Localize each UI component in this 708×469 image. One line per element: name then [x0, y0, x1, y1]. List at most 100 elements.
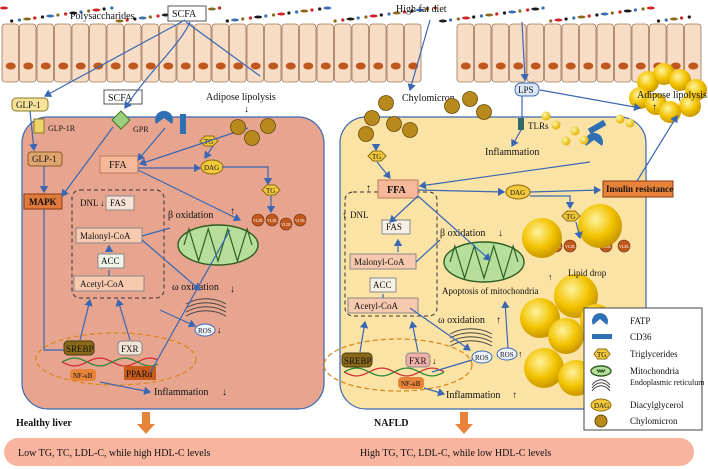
nafld-ffa-label: FFA [387, 185, 406, 196]
epithelial-cell [561, 23, 579, 83]
nafld-er [449, 328, 493, 347]
epithelial-nucleus [163, 62, 174, 70]
microbe [485, 13, 494, 17]
cd36-receptor-left [180, 114, 186, 134]
epithelial-cell [526, 23, 544, 83]
lipid-droplet [522, 218, 562, 258]
healthy-fxr-label: FXR [121, 344, 139, 354]
epithelial-nucleus [460, 62, 471, 70]
epithelial-nucleus [5, 62, 16, 70]
microbe [87, 9, 91, 13]
vldl-label: VLDL [619, 244, 630, 249]
epithelial-cell [194, 23, 212, 83]
vldl-particle [279, 217, 293, 231]
microbe [46, 14, 55, 18]
epithelial-cell [281, 23, 299, 83]
microbe [110, 6, 114, 10]
epithelial-nucleus [670, 62, 681, 70]
microbe [333, 19, 337, 23]
bottom-left-text: Low TG, TC, LDL-C, while high HDL-C leve… [18, 448, 210, 459]
epithelial-nucleus [495, 62, 506, 70]
healthy-beta-ox-label: β oxidation [168, 210, 213, 221]
healthy-tg-label: TG [204, 138, 213, 146]
dna-strand [343, 367, 445, 377]
epithelial-cell [299, 23, 317, 83]
microbe [33, 16, 37, 20]
legend-er-label: Endoplasmic reticulum [630, 378, 705, 387]
epithelial-nucleus [583, 62, 594, 70]
epithelial-nucleus [75, 62, 86, 70]
microbe [438, 19, 447, 23]
glp1-outside-label: GLP-1 [16, 100, 41, 110]
legend-tg-icon [593, 348, 611, 360]
microbe [218, 6, 222, 10]
epithelial-nucleus [355, 62, 366, 70]
healthy-inflammation-arrow: ↓ [222, 387, 227, 398]
inflammation-top-label: Inflammation [485, 147, 539, 158]
epithelial-cell [246, 23, 264, 83]
epithelial-cell [106, 23, 124, 83]
microbe [600, 12, 609, 16]
epithelial-cell [386, 23, 404, 83]
nafld-ros-arrow: ↑ [518, 349, 523, 359]
microbe [133, 17, 137, 21]
microbe [148, 15, 152, 19]
nafld-srebp-label: SREBP [344, 356, 372, 366]
chylomicron-particle [378, 95, 394, 111]
microbe [231, 18, 239, 22]
healthy-acc-label: ACC [101, 256, 120, 266]
microbe [387, 12, 391, 16]
microbe [554, 18, 563, 22]
fatp-receptor-right [585, 132, 603, 146]
epithelial-cell [124, 23, 142, 83]
epithelial-cell [54, 23, 72, 83]
healthy-dnl-box [71, 189, 165, 299]
microbe [356, 16, 360, 20]
er-membrane [449, 332, 493, 339]
nafld-fxr-label: FXR [409, 356, 427, 366]
chylomicron-particle [244, 130, 260, 146]
nafld-omega-ox-arrow: ↑ [496, 315, 501, 326]
nafld-apoptosis-arrow: ↑ [548, 272, 553, 282]
microbe [392, 11, 401, 15]
microbe [456, 17, 460, 21]
microbe [502, 11, 507, 15]
er-membrane [185, 310, 227, 317]
microbe [79, 10, 83, 14]
epithelial-nucleus [23, 62, 34, 70]
chylomicron-particle [444, 98, 460, 114]
microbe [495, 12, 499, 16]
lipid-profile-bar [4, 438, 694, 466]
microbe [433, 6, 437, 10]
microbe [610, 11, 614, 15]
lipid-droplet [524, 348, 564, 388]
legend-diacylglycerol-label: Diacylglycerol [630, 400, 684, 410]
epithelial-nucleus [548, 62, 559, 70]
epithelial-nucleus [303, 62, 314, 70]
intestinal-epithelium [0, 6, 702, 83]
scfa-inner-label: SCFA [108, 93, 133, 104]
microbe [633, 8, 638, 12]
nafld-apoptosis-label: Apoptosis of mitochondria [442, 286, 539, 296]
chylomicron-particles [230, 91, 635, 146]
vldl-particle [265, 213, 279, 227]
epithelial-cell [474, 23, 492, 83]
microbe [323, 6, 332, 10]
healthy-liver-cell [21, 116, 325, 410]
microbe [669, 17, 678, 21]
adipose-lipolysis-right-label: Adipose lipolysis [637, 90, 707, 101]
microbe [526, 8, 530, 12]
epithelial-nucleus [180, 62, 191, 70]
microbe [577, 15, 586, 19]
fatty-acid-particle [625, 118, 635, 128]
legend-dag-icon [590, 398, 612, 412]
epithelial-cell [614, 23, 632, 83]
nafld-inflammation-label: Inflammation [446, 390, 500, 401]
nafld-fxr-arrow: ↓ [432, 356, 437, 366]
legend-triglycerides-label: Triglycerides [630, 349, 678, 359]
epithelial-nucleus [530, 62, 541, 70]
chylomicron-particle [358, 126, 374, 142]
legend-fatp-icon [592, 313, 608, 325]
vldl-label: VLDL [281, 222, 292, 227]
